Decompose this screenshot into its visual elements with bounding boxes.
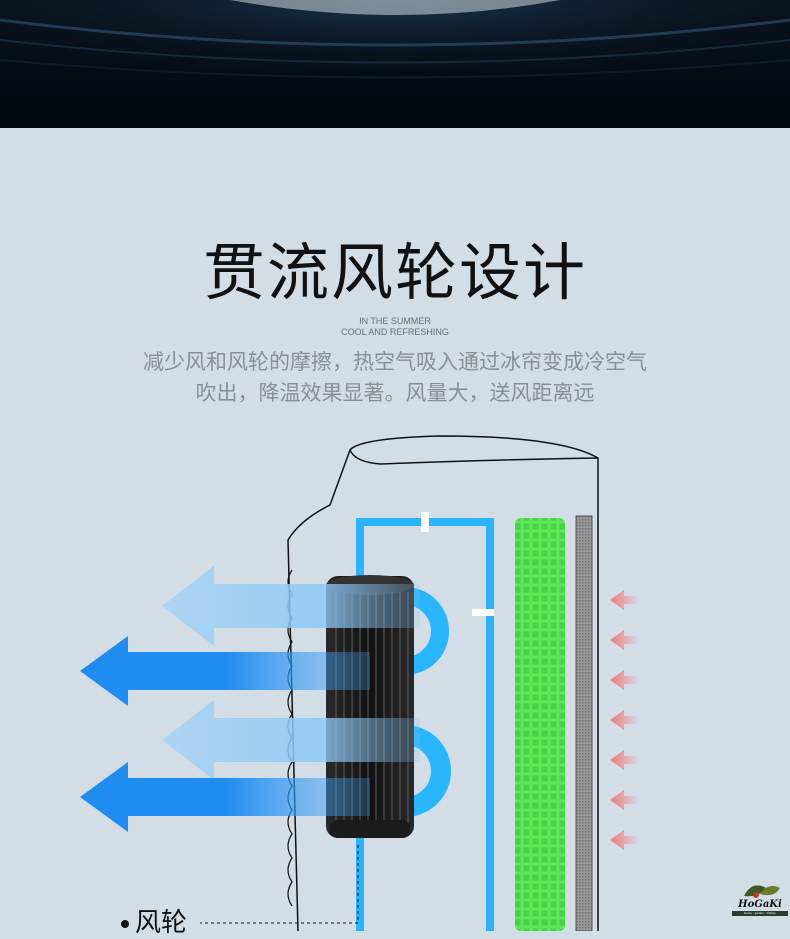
logo-tagline: Home · garden · kitchen [732, 911, 788, 916]
description-line2: 吹出，降温效果显著。风量大，送风距离远 [195, 381, 595, 405]
bullet-dot [121, 919, 129, 928]
subtitle-en-line2: COOL AND REFRESHING [341, 327, 449, 337]
subtitle-en-line1: IN THE SUMMER [359, 316, 431, 326]
logo-leaf-icon [744, 885, 780, 898]
pipe-joint-right [472, 609, 494, 616]
top-banner-image [0, 0, 790, 128]
air-filter [575, 515, 593, 931]
brand-logo: HoGaKi Home · garden · kitchen [730, 878, 790, 918]
description-line1: 减少风和风轮的摩擦，热空气吸入通过冰帘变成冷空气 [143, 350, 647, 374]
airflow-arrow-blue-1 [80, 636, 370, 706]
banner-water-art [0, 0, 790, 128]
airflow-arrow-light-2 [162, 700, 420, 780]
wheel-leader-line [200, 845, 359, 924]
ice-curtain [515, 518, 565, 931]
pipe-joint-top [421, 512, 429, 532]
page-title: 贯流风轮设计 [202, 236, 587, 309]
hot-air-arrows [610, 590, 640, 850]
wheel-label-text: 风轮 [135, 908, 188, 938]
wheel-label: 风轮 [121, 902, 187, 939]
logo-name: HoGaKi [738, 899, 782, 910]
airflow-arrow-blue-2 [80, 762, 370, 832]
airflow-arrow-light-1 [162, 566, 420, 646]
